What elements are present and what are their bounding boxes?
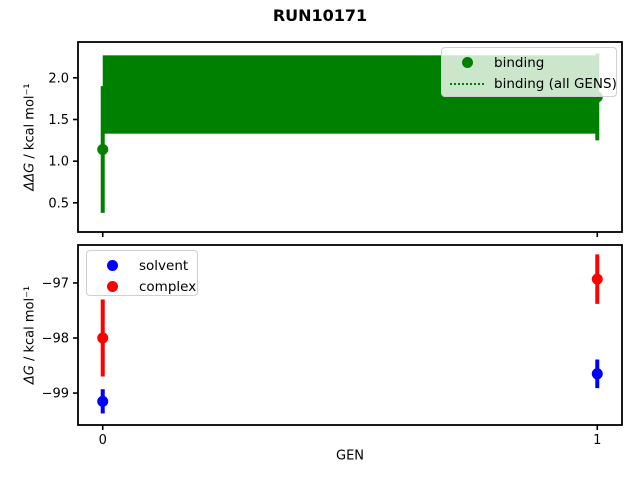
y-tick-label: 1.0 xyxy=(48,155,69,170)
x-tick-label: 1 xyxy=(593,433,601,448)
dotted-line-icon xyxy=(450,82,484,85)
legend-item-complex: complex xyxy=(93,276,196,297)
legend-handle xyxy=(93,281,131,292)
data-point xyxy=(97,144,109,155)
data-point xyxy=(97,332,109,344)
legend-item-binding-all-gens: binding (all GENS) xyxy=(448,73,617,94)
data-point xyxy=(97,395,109,407)
bottom-y-axis-label: ΔG / kcal mol⁻¹ xyxy=(23,286,38,384)
y-tick-label: −98 xyxy=(42,332,69,347)
x-axis-label: GEN xyxy=(335,448,365,464)
y-tick-label: −97 xyxy=(42,276,69,291)
solvent-marker-icon xyxy=(106,260,118,271)
bottom-y-axis-units: / kcal mol⁻¹ xyxy=(22,285,38,366)
legend-handle xyxy=(448,57,486,68)
y-tick-label: 1.5 xyxy=(48,113,69,128)
axes-border xyxy=(77,41,623,233)
legend-label: binding xyxy=(494,54,545,71)
x-tick-label: 0 xyxy=(99,433,107,448)
figure-title: RUN10171 xyxy=(272,6,368,25)
delta-delta-g-symbol: ΔΔG xyxy=(22,162,38,191)
y-tick-label: −99 xyxy=(42,387,69,402)
binding-marker-icon xyxy=(461,57,473,68)
legend-item-binding: binding xyxy=(448,52,608,73)
top-y-axis-units: / kcal mol⁻¹ xyxy=(22,83,38,163)
legend-handle xyxy=(93,260,131,271)
delta-g-symbol: ΔG xyxy=(22,365,38,385)
top-legend: binding binding (all GENS) xyxy=(441,47,617,97)
bottom-legend: solvent complex xyxy=(86,250,198,296)
data-point xyxy=(591,273,603,285)
y-tick-label: 2.0 xyxy=(48,71,69,86)
complex-marker-icon xyxy=(106,281,118,292)
axes-border xyxy=(77,244,623,426)
legend-item-solvent: solvent xyxy=(93,255,189,276)
y-tick-label: 0.5 xyxy=(48,196,69,211)
data-point xyxy=(591,368,603,380)
legend-label: binding (all GENS) xyxy=(494,75,617,92)
legend-label: solvent xyxy=(139,257,189,274)
legend-handle xyxy=(448,82,486,85)
legend-label: complex xyxy=(139,278,197,295)
top-y-axis-label: ΔΔG / kcal mol⁻¹ xyxy=(23,83,38,190)
